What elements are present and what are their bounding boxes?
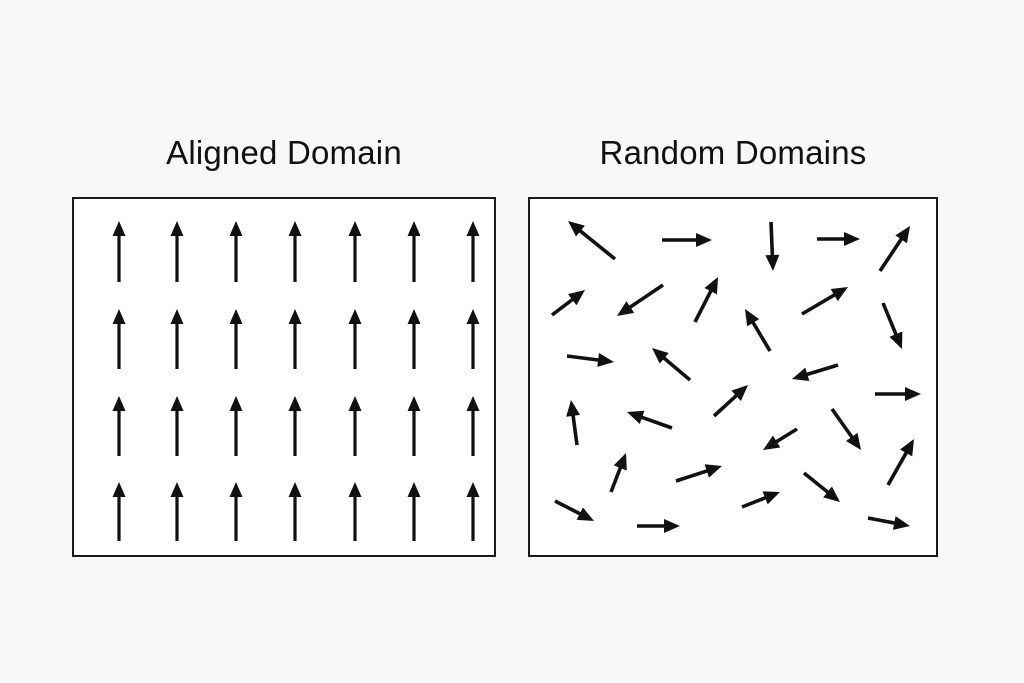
arrow-icon [741, 491, 780, 509]
arrow-icon [637, 519, 680, 533]
random-arrows-canvas [550, 221, 921, 533]
arrow-icon [170, 482, 184, 541]
arrow-icon [288, 396, 302, 456]
arrow-icon [229, 482, 243, 541]
arrow-icon [617, 283, 665, 316]
arrow-icon [229, 396, 243, 456]
arrow-icon [550, 290, 585, 317]
arrow-icon [763, 427, 798, 450]
arrow-icon [792, 363, 839, 382]
arrow-icon [288, 221, 302, 282]
arrow-icon [112, 309, 126, 369]
arrow-icon [801, 287, 848, 316]
arrow-icon [348, 309, 362, 369]
arrow-icon [288, 309, 302, 369]
random-domains-title: Random Domains [599, 134, 867, 171]
arrow-icon [830, 407, 861, 450]
arrow-icon [817, 232, 860, 246]
arrow-icon [112, 396, 126, 456]
arrow-icon [348, 221, 362, 282]
arrow-icon [652, 348, 692, 382]
arrow-icon [170, 396, 184, 456]
arrow-icon [229, 221, 243, 282]
arrow-icon [867, 516, 910, 530]
arrow-icon [229, 309, 243, 369]
arrow-icon [407, 396, 421, 456]
arrow-icon [348, 396, 362, 456]
random-domains-panel [528, 197, 938, 557]
arrow-icon [712, 385, 748, 418]
arrow-icon [875, 387, 921, 401]
arrow-icon [466, 482, 480, 541]
arrow-icon [466, 221, 480, 282]
arrow-icon [566, 353, 614, 367]
arrow-icon [466, 396, 480, 456]
arrow-icon [407, 221, 421, 282]
aligned-arrows-canvas [112, 221, 480, 541]
arrow-icon [765, 221, 780, 271]
arrow-icon [886, 439, 914, 486]
arrow-icon [568, 221, 617, 261]
arrow-icon [170, 221, 184, 282]
arrow-icon [288, 482, 302, 541]
arrow-icon [566, 400, 581, 446]
arrow-icon [112, 221, 126, 282]
arrow-icon [170, 309, 184, 369]
arrow-icon [662, 233, 712, 247]
aligned-domain-panel [72, 197, 496, 557]
arrow-icon [878, 226, 910, 272]
aligned-domain-title: Aligned Domain [166, 134, 402, 171]
arrow-icon [112, 482, 126, 541]
arrow-icon [554, 499, 594, 521]
arrow-icon [609, 453, 627, 493]
arrow-icon [407, 309, 421, 369]
arrow-icon [745, 309, 772, 352]
arrow-icon [881, 302, 903, 349]
arrow-icon [675, 464, 722, 483]
arrow-icon [802, 471, 840, 502]
arrow-icon [348, 482, 362, 541]
arrow-icon [627, 410, 673, 430]
arrow-icon [407, 482, 421, 541]
arrow-icon [693, 277, 718, 323]
arrow-icon [466, 309, 480, 369]
